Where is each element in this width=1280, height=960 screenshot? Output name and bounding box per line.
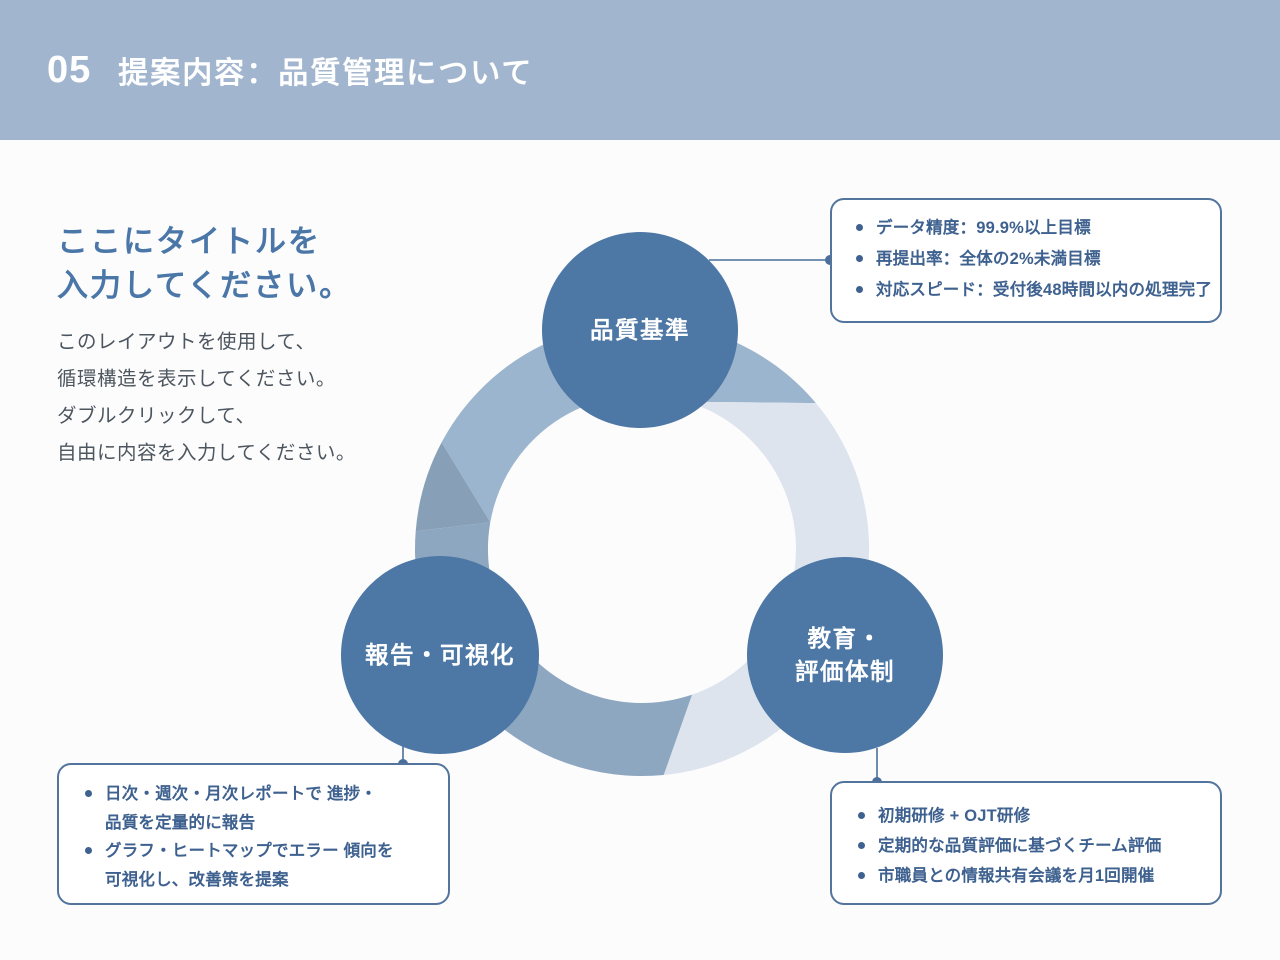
- callout-reporting-visualization: 日次・週次・月次レポートで 進捗・ 品質を定量的に報告グラフ・ヒートマップでエラ…: [57, 763, 450, 905]
- callout-list: 日次・週次・月次レポートで 進捗・ 品質を定量的に報告グラフ・ヒートマップでエラ…: [84, 780, 440, 894]
- callout-list: 初期研修 + OJT研修定期的な品質評価に基づくチーム評価市職員との情報共有会議…: [857, 801, 1214, 891]
- cycle-node-label-quality-standards: 品質基準: [590, 316, 690, 343]
- callout-item: 市職員との情報共有会議を月1回開催: [857, 861, 1214, 891]
- intro-block: ここにタイトルを 入力してください。 このレイアウトを使用して、 循環構造を表示…: [57, 220, 417, 472]
- slide-number: 05: [47, 48, 92, 91]
- slide-header: 05 提案内容：品質管理について: [0, 0, 1280, 140]
- cycle-node-label-education-evaluation: 教育・評価体制: [795, 625, 895, 685]
- cycle-node-reporting-visualization: [341, 556, 539, 754]
- callout-item: データ精度：99.9%以上目標: [855, 213, 1214, 244]
- cycle-node-quality-standards: [542, 232, 738, 428]
- callout-list: データ精度：99.9%以上目標再提出率：全体の2%未満目標対応スピード：受付後4…: [855, 213, 1214, 306]
- cycle-node-education-evaluation: [747, 557, 943, 753]
- callout-item: 再提出率：全体の2%未満目標: [855, 244, 1214, 275]
- slide-title: 提案内容：品質管理について: [118, 57, 534, 90]
- callout-item: グラフ・ヒートマップでエラー 傾向を 可視化し、改善策を提案: [84, 837, 440, 894]
- placeholder-title: ここにタイトルを 入力してください。: [57, 224, 353, 303]
- callout-item: 定期的な品質評価に基づくチーム評価: [857, 831, 1214, 861]
- callout-education-evaluation: 初期研修 + OJT研修定期的な品質評価に基づくチーム評価市職員との情報共有会議…: [830, 781, 1222, 905]
- cycle-arrow-wedge: [415, 442, 491, 532]
- placeholder-body: このレイアウトを使用して、 循環構造を表示してください。 ダブルクリックして、 …: [57, 331, 356, 464]
- callout-item: 対応スピード：受付後48時間以内の処理完了: [855, 275, 1214, 306]
- cycle-node-label-reporting-visualization: 報告・可視化: [365, 641, 515, 668]
- callout-item: 日次・週次・月次レポートで 進捗・ 品質を定量的に報告: [84, 780, 440, 837]
- callout-item: 初期研修 + OJT研修: [857, 801, 1214, 831]
- callout-quality-standards: データ精度：99.9%以上目標再提出率：全体の2%未満目標対応スピード：受付後4…: [830, 198, 1222, 323]
